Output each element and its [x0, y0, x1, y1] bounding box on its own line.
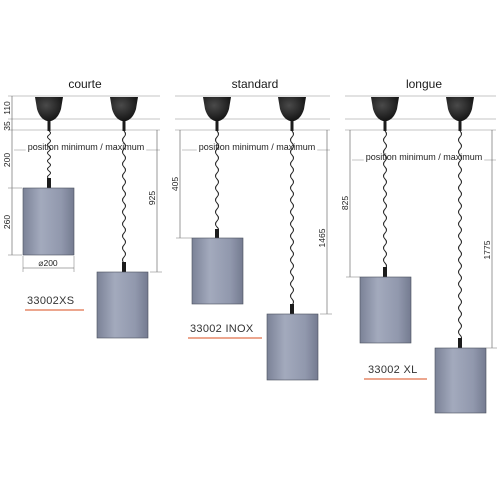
- coiled-cord: [122, 130, 126, 264]
- cylinder-shade: [434, 347, 487, 414]
- cylinder-shade: [191, 237, 244, 305]
- coiled-cord: [47, 130, 51, 180]
- cord-grip: [215, 121, 219, 131]
- cord-grip: [383, 121, 387, 131]
- min-drop-label: 405: [170, 177, 180, 191]
- canopy-icon: [278, 97, 306, 121]
- lamp-holder: [215, 229, 219, 238]
- lamp-holder: [458, 338, 462, 348]
- cylinder-shade: [22, 187, 75, 256]
- canopy-gap-label: 35: [2, 121, 12, 131]
- cord-grip: [290, 121, 294, 131]
- min-drop-label: 200: [2, 153, 12, 167]
- lamp-holder: [290, 304, 294, 314]
- shade-height-label: 260: [2, 215, 12, 229]
- canopy-icon: [35, 97, 63, 121]
- position-label: position minimum / maximum: [28, 142, 145, 152]
- position-label-backing: [25, 142, 147, 152]
- canopy-icon: [110, 97, 138, 121]
- coiled-cord: [383, 130, 387, 270]
- product-code: 33002 XL: [368, 364, 418, 376]
- canopy-icon: [446, 97, 474, 121]
- cylinder-shade: [96, 271, 149, 339]
- group-courte: courte 110 35 200 260 position minimum /…: [2, 77, 162, 339]
- group-title-longue: longue: [406, 77, 442, 91]
- lamp-holder: [122, 262, 126, 272]
- cord-grip: [458, 121, 462, 131]
- cylinder-shade: [266, 313, 319, 381]
- position-label: position minimum / maximum: [366, 152, 483, 162]
- canopy-icon: [371, 97, 399, 121]
- cylinder-shade: [359, 276, 412, 344]
- position-label-backing: [196, 142, 318, 152]
- min-drop-label: 825: [340, 196, 350, 210]
- position-label: position minimum / maximum: [199, 142, 316, 152]
- position-label-backing: [363, 152, 485, 162]
- diameter-label: ⌀200: [38, 258, 58, 268]
- coiled-cord: [290, 130, 294, 306]
- canopy-icon: [203, 97, 231, 121]
- lamp-holder: [383, 267, 387, 277]
- max-drop-label: 1775: [482, 240, 492, 259]
- group-title-courte: courte: [68, 77, 102, 91]
- cord-grip: [47, 121, 51, 131]
- lamp-holder: [47, 178, 51, 188]
- max-drop-label: 925: [147, 191, 157, 205]
- product-code: 33002XS: [27, 295, 74, 307]
- cord-grip: [122, 121, 126, 131]
- product-code: 33002 INOX: [190, 323, 254, 335]
- max-drop-label: 1465: [317, 228, 327, 247]
- group-title-standard: standard: [232, 77, 279, 91]
- group-standard: standard 405 position minimum / maximum …: [170, 77, 332, 381]
- coiled-cord: [458, 130, 462, 340]
- canopy-height-label: 110: [2, 101, 12, 115]
- group-longue: longue 825 position minimum / maximum 17…: [340, 77, 497, 414]
- coiled-cord: [215, 130, 219, 231]
